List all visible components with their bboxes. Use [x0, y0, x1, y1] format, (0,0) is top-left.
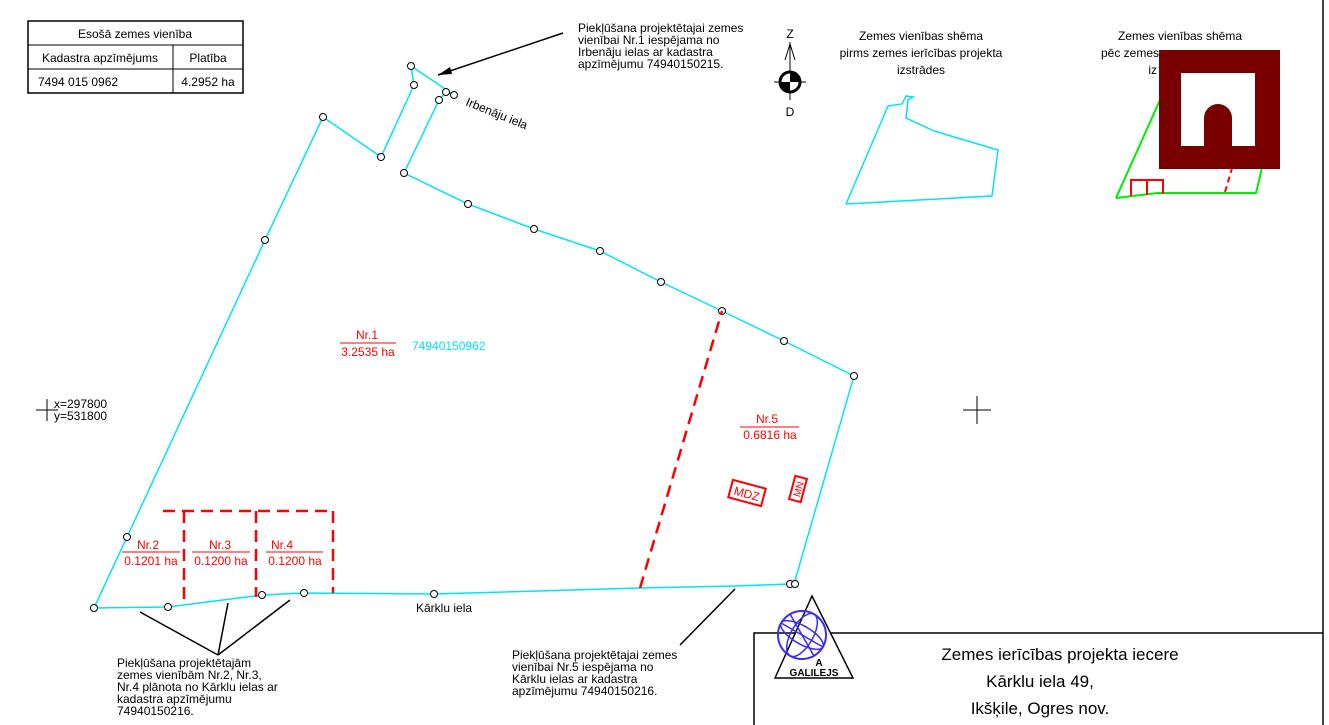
svg-text:GALILEJS: GALILEJS: [790, 668, 839, 679]
svg-text:Nr.4 plānota no Kārklu ielas a: Nr.4 plānota no Kārklu ielas ar: [117, 680, 278, 694]
svg-text:0.1200 ha: 0.1200 ha: [268, 554, 322, 568]
crosshair-marker: [963, 396, 991, 424]
svg-text:Piekļūšana projektētajai zemes: Piekļūšana projektētajai zemes: [578, 21, 743, 35]
table-header-cadastre: Kadastra apzīmējums: [42, 51, 158, 65]
svg-text:apzīmējumu 74940150216.: apzīmējumu 74940150216.: [512, 684, 657, 698]
svg-text:Z: Z: [786, 27, 793, 41]
svg-text:Zemes vienības shēma: Zemes vienības shēma: [859, 29, 983, 43]
title-block: A GALILEJS Zemes ierīcības projekta iece…: [753, 594, 1323, 725]
north-arrow-icon: Z D: [774, 27, 806, 119]
svg-text:pirms zemes ierīcības projekta: pirms zemes ierīcības projekta: [840, 46, 1003, 60]
svg-text:Zemes vienības shēma: Zemes vienības shēma: [1118, 29, 1242, 43]
building-mdz: MDZ: [727, 478, 767, 508]
table-header-area: Platība: [189, 51, 227, 65]
svg-text:Nr.4: Nr.4: [271, 538, 293, 552]
building-mn: MN: [787, 474, 809, 504]
street-label-karklu: Kārklu iela: [416, 601, 472, 615]
svg-text:zemes vienībām Nr.2, Nr.3,: zemes vienībām Nr.2, Nr.3,: [117, 668, 262, 682]
note-nr234-access: Piekļūšana projektētajām zemes vienībām …: [117, 599, 291, 718]
planned-division-lines: [163, 310, 724, 602]
parcel-label-nr2: Nr.2 0.1201 ha: [122, 538, 180, 568]
title-line-3: Ikšķile, Ogres nov.: [971, 699, 1110, 718]
street-label-irbenaju: Irbenāju iela: [464, 95, 530, 133]
schema-after: Zemes vienības shēma pēc zemes iz: [1101, 29, 1264, 199]
svg-text:MDZ: MDZ: [732, 484, 761, 504]
svg-text:Irbenāju ielas ar kadastra: Irbenāju ielas ar kadastra: [578, 45, 713, 59]
parcel-boundary: [93, 64, 855, 609]
svg-text:74940150216.: 74940150216.: [117, 704, 194, 718]
svg-text:y=531800: y=531800: [54, 409, 107, 423]
svg-text:0.1200 ha: 0.1200 ha: [194, 554, 248, 568]
svg-text:Piekļūšana projektētajām: Piekļūšana projektētajām: [117, 656, 251, 670]
svg-text:pēc zemes: pēc zemes: [1101, 46, 1159, 60]
svg-text:vienībai Nr.5 iespējama no: vienībai Nr.5 iespējama no: [512, 660, 654, 674]
svg-text:Nr.1: Nr.1: [356, 328, 378, 342]
svg-text:3.2535 ha: 3.2535 ha: [341, 345, 395, 359]
svg-text:0.1201 ha: 0.1201 ha: [124, 554, 178, 568]
svg-text:Nr.2: Nr.2: [137, 538, 159, 552]
parcel-cadastre-number: 74940150962: [412, 339, 486, 353]
svg-text:kadastra apzīmējumu: kadastra apzīmējumu: [117, 692, 232, 706]
note-nr5-access: Piekļūšana projektētajai zemes vienībai …: [512, 588, 736, 698]
svg-text:Piekļūšana projektētajai zemes: Piekļūšana projektētajai zemes: [512, 648, 677, 662]
table-cell-area: 4.2952 ha: [181, 75, 235, 89]
svg-text:izstrādes: izstrādes: [897, 63, 945, 77]
overlay-placeholder-icon: [1159, 50, 1280, 169]
svg-text:Nr.3: Nr.3: [209, 538, 231, 552]
svg-text:x=297800: x=297800: [54, 397, 107, 411]
galilejs-logo: A GALILEJS: [773, 594, 855, 679]
svg-text:MN: MN: [792, 480, 807, 498]
parcel-label-nr1: Nr.1 3.2535 ha 74940150962: [340, 328, 486, 359]
table-title: Esošā zemes vienība: [78, 27, 192, 41]
svg-text:vienībai Nr.1 iespējama no: vienībai Nr.1 iespējama no: [578, 33, 720, 47]
title-line-1: Zemes ierīcības projekta iecere: [941, 645, 1178, 664]
boundary-points: [90, 62, 858, 612]
note-nr1-access: Piekļūšana projektētajai zemes vienībai …: [437, 21, 743, 76]
svg-text:apzīmējumu 74940150215.: apzīmējumu 74940150215.: [578, 57, 723, 71]
parcel-label-nr4: Nr.4 0.1200 ha: [266, 538, 323, 568]
table-cell-cadastre: 7494 015 0962: [38, 75, 118, 89]
schema-before: Zemes vienības shēma pirms zemes ierīcīb…: [840, 29, 1003, 205]
svg-text:A: A: [815, 658, 822, 669]
svg-text:Nr.5: Nr.5: [756, 412, 778, 426]
parcel-label-nr5: Nr.5 0.6816 ha: [740, 412, 799, 442]
svg-text:iz: iz: [1148, 63, 1157, 77]
coordinate-marker: x=297800 y=531800: [36, 397, 107, 423]
svg-text:0.6816 ha: 0.6816 ha: [743, 428, 797, 442]
svg-text:D: D: [786, 105, 795, 119]
title-line-2: Kārklu iela 49,: [986, 672, 1094, 691]
parcel-label-nr3: Nr.3 0.1200 ha: [192, 538, 250, 568]
existing-parcel-table: Esošā zemes vienība Kadastra apzīmējums …: [27, 20, 244, 94]
svg-text:Kārklu ielas ar kadastra: Kārklu ielas ar kadastra: [512, 672, 638, 686]
